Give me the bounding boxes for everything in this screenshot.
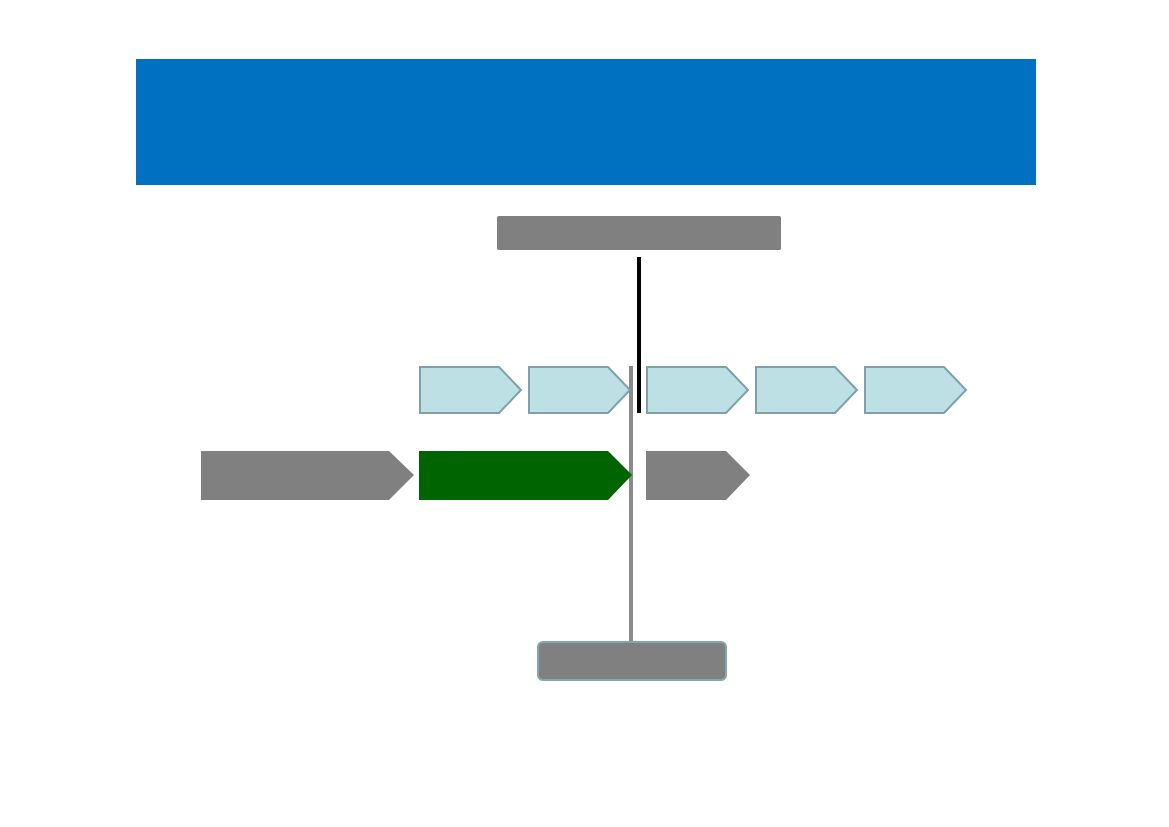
phase-arrow-1: [201, 451, 414, 500]
phase-arrow-3: [646, 451, 750, 500]
stage-chevron-1: [419, 366, 523, 414]
stage-chevron-2: [528, 366, 632, 414]
top-label-box: [497, 216, 781, 250]
stage-chevron-5: [864, 366, 968, 414]
bottom-label-box: [537, 641, 727, 681]
phase-arrow-2-active: [419, 451, 632, 500]
stage-chevron-row: [419, 366, 968, 414]
stage-chevron-3: [646, 366, 750, 414]
header-band: [136, 59, 1036, 185]
phase-arrow-row: [201, 451, 750, 500]
stage-chevron-4: [755, 366, 859, 414]
